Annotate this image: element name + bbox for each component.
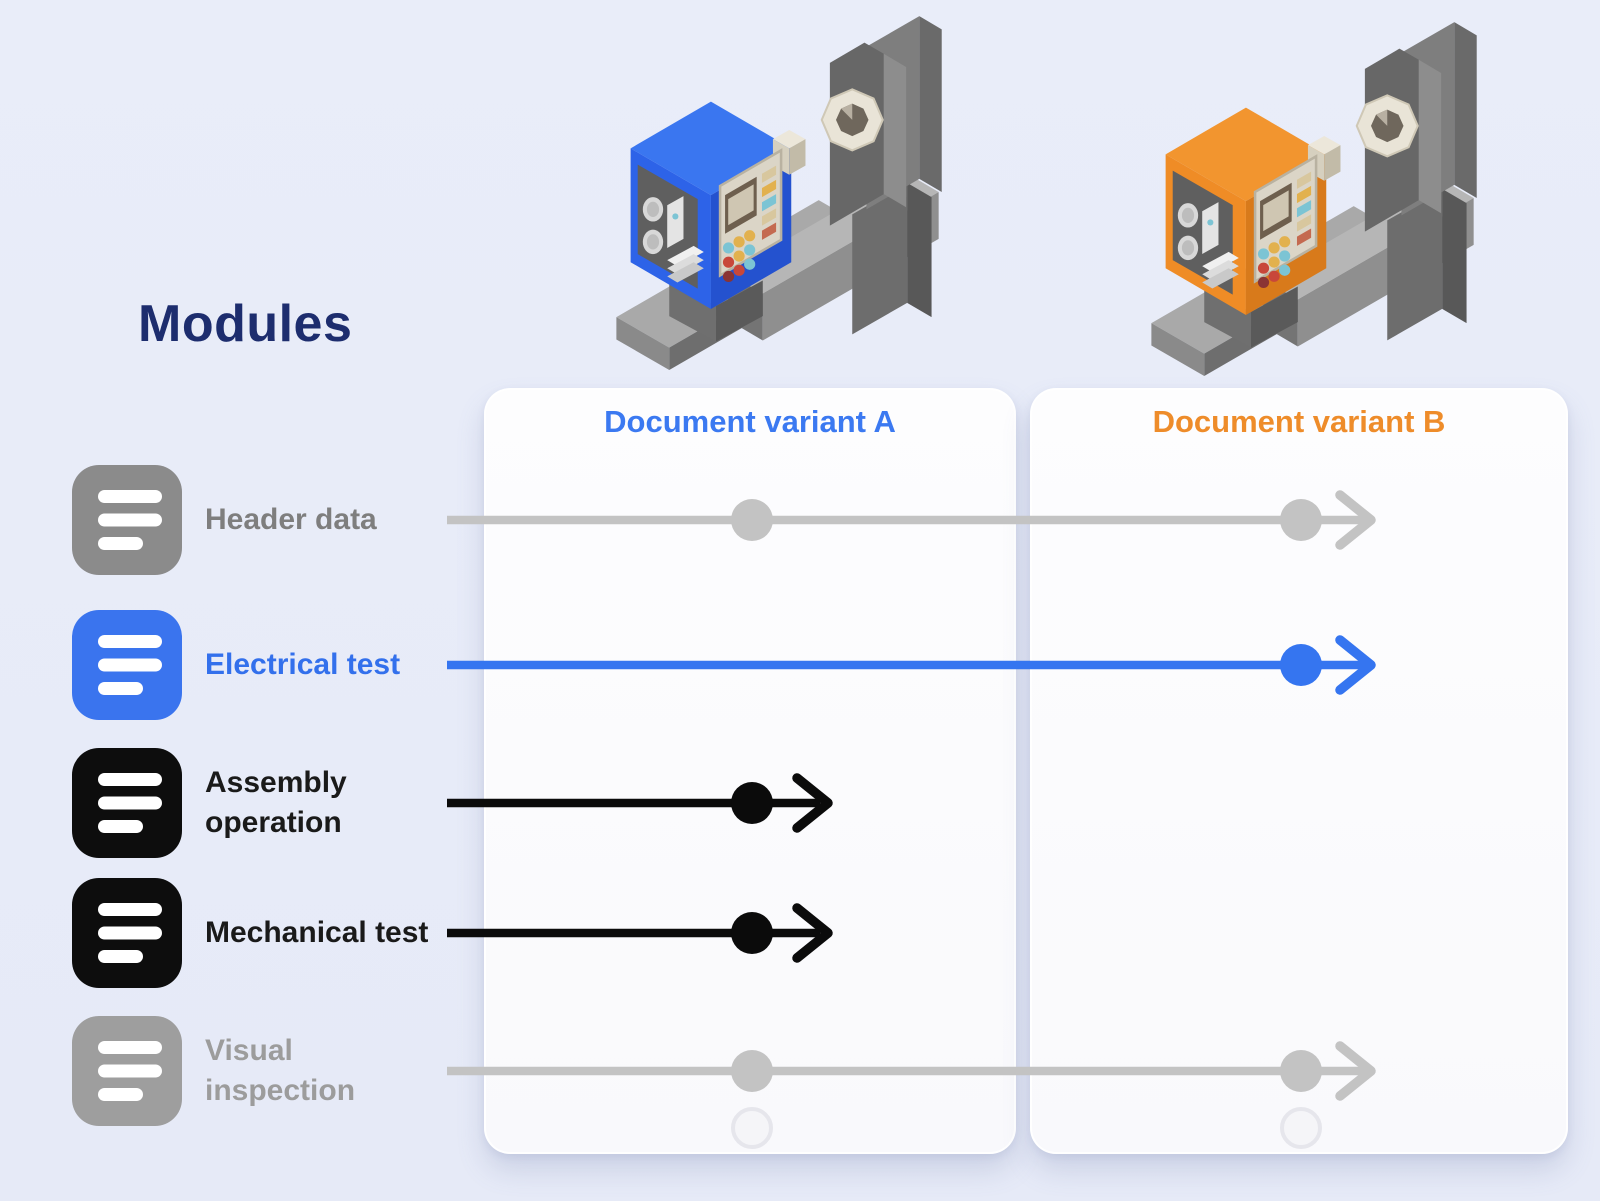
nut-highlight <box>841 103 853 120</box>
machine-column-support-side <box>1442 188 1467 324</box>
machine-column-front-side <box>883 53 907 208</box>
accessory-top <box>1307 136 1341 155</box>
interior-plate <box>667 245 704 267</box>
machine-column-support-side <box>907 182 932 318</box>
interior-indicator <box>672 213 679 220</box>
panel-button <box>1268 242 1280 254</box>
variant-b-card: Document variant B <box>1030 388 1568 1154</box>
document-lines-icon <box>72 610 182 720</box>
panel-button <box>1257 276 1270 289</box>
machine-base-left <box>616 317 670 370</box>
panel-button <box>1268 270 1280 282</box>
interior-box <box>667 196 684 248</box>
machine-pedestal-right <box>1251 286 1298 348</box>
panel-bar <box>1296 214 1312 232</box>
nut-highlight <box>1376 109 1388 126</box>
interior-plate <box>667 262 704 283</box>
module-label: Mechanical test <box>205 916 429 950</box>
panel-button <box>744 244 756 256</box>
panel-bar <box>761 208 777 226</box>
panel-bar <box>761 222 777 240</box>
document-lines-icon <box>72 465 182 575</box>
panel-button <box>744 230 756 242</box>
machine-column-rear-side <box>1454 22 1477 199</box>
panel-button <box>1257 248 1270 260</box>
panel-button <box>1279 236 1291 248</box>
panel-button <box>1257 262 1270 274</box>
panel-button <box>722 256 735 268</box>
document-lines-icon <box>72 878 182 988</box>
machine-illustration-variant-a <box>616 16 942 370</box>
panel-button <box>1268 256 1280 268</box>
panel-bar <box>761 165 777 183</box>
panel-bar <box>761 179 777 198</box>
machine-pedestal-left <box>669 280 717 342</box>
module-row-visual-inspection: Visual inspection <box>72 1016 440 1126</box>
document-lines-icon <box>72 1016 182 1126</box>
variant-a-title: Document variant A <box>604 404 896 439</box>
interior-plate <box>667 254 704 275</box>
accessory-right <box>1324 145 1341 181</box>
interior-cylinder-face <box>1181 207 1195 223</box>
panel-screen-inner <box>728 184 754 226</box>
interior-plate <box>1202 268 1239 289</box>
panel-button <box>733 250 745 262</box>
interior-cylinder-face <box>646 201 660 217</box>
machine-pedestal-right <box>716 280 763 342</box>
module-label: Electrical test <box>205 648 401 682</box>
panel-bar <box>1296 228 1312 246</box>
module-row-assembly-operation: Assembly operation <box>72 748 440 858</box>
module-label: Visual inspection <box>205 1034 356 1107</box>
module-label: Header data <box>205 503 377 537</box>
machine-illustration-variant-b <box>1151 22 1477 376</box>
module-row-electrical-test: Electrical test <box>72 610 440 720</box>
panel-screen-inner <box>1263 190 1289 232</box>
interior-indicator <box>1207 219 1214 226</box>
panel-bar <box>1296 185 1312 204</box>
panel-button <box>733 236 745 248</box>
panel-button <box>744 258 756 270</box>
accessory-top <box>772 130 806 149</box>
module-label: Assembly operation <box>205 766 347 839</box>
accessory-right <box>789 139 806 175</box>
machine-column-support <box>1387 188 1443 341</box>
page-title: Modules <box>138 295 353 353</box>
interior-box <box>1202 202 1219 254</box>
panel-bar <box>1296 200 1312 218</box>
variant-b-title: Document variant B <box>1152 404 1446 439</box>
panel-button <box>1279 264 1291 276</box>
panel-button <box>733 264 745 276</box>
interior-plate <box>1202 251 1239 273</box>
machine-column-rear-side <box>919 16 942 193</box>
panel-bar <box>761 194 777 212</box>
machine-column-support <box>852 182 908 335</box>
machine-base-left <box>1151 323 1205 376</box>
machine-column-front-side <box>1418 59 1442 214</box>
interior-plate <box>1202 260 1239 281</box>
panel-button <box>722 270 735 283</box>
panel-button <box>722 242 735 254</box>
interior-cylinder-face <box>646 234 660 250</box>
document-lines-icon <box>72 748 182 858</box>
machine-pedestal-left <box>1204 286 1252 348</box>
module-row-mechanical-test: Mechanical test <box>72 878 440 988</box>
variant-a-card: Document variant A <box>484 388 1016 1154</box>
panel-button <box>1279 250 1291 262</box>
panel-bar <box>1296 171 1312 189</box>
module-row-header-data: Header data <box>72 465 440 575</box>
interior-cylinder-face <box>1181 240 1195 256</box>
